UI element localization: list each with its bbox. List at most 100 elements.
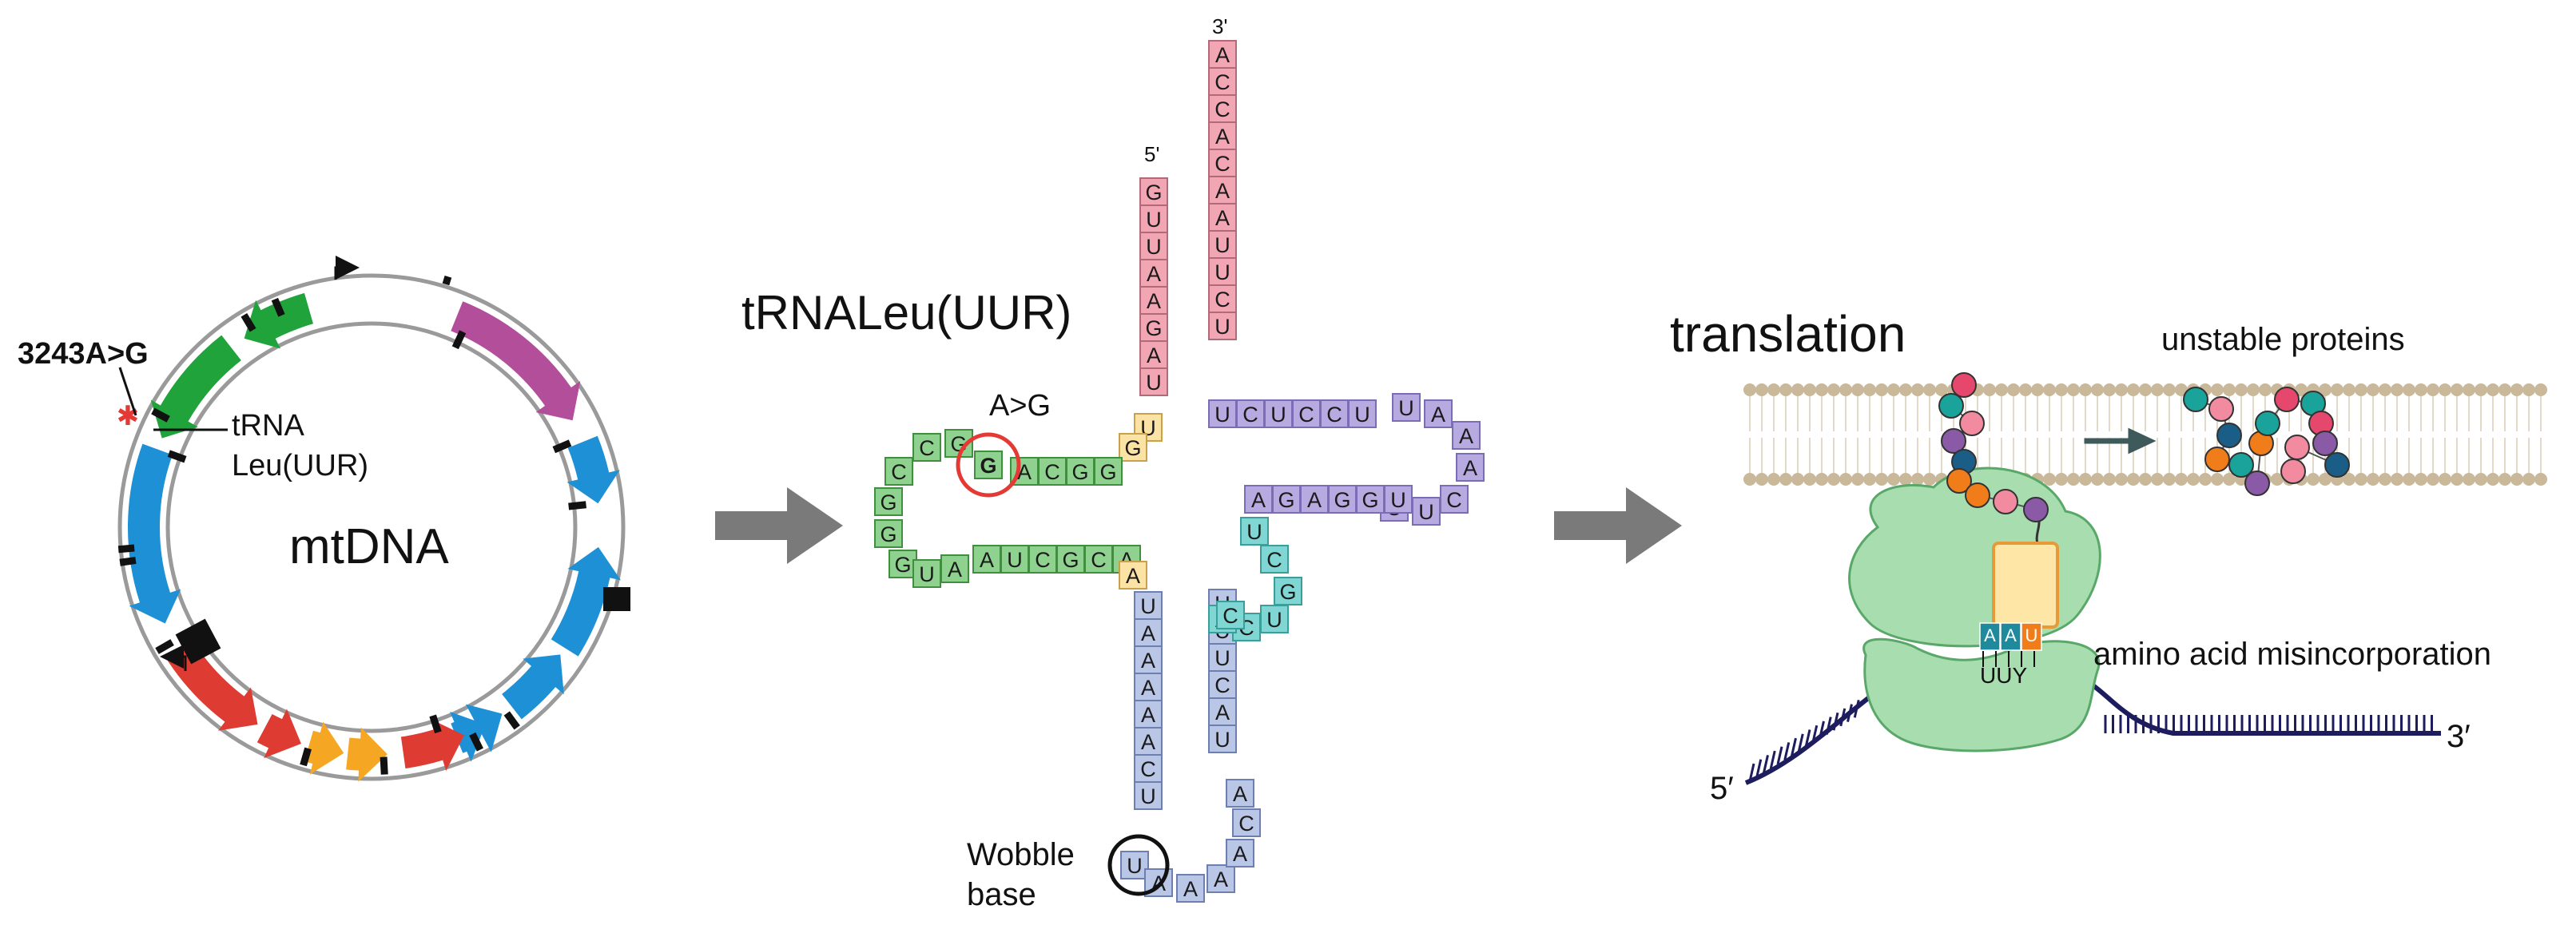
amino-acid-bead bbox=[1938, 393, 1964, 419]
nucleotide-letter: G bbox=[1145, 181, 1162, 204]
nucleotide-letter: A bbox=[1141, 676, 1155, 700]
gene-block-right bbox=[603, 587, 630, 611]
nucleotide-letter: C bbox=[1298, 403, 1314, 427]
nucleotide-letter: U bbox=[1214, 233, 1230, 257]
gene-tick-5 bbox=[469, 732, 483, 752]
nucleotide: C bbox=[1216, 601, 1245, 629]
flow-arrow-2 bbox=[1554, 487, 1682, 564]
nucleotide: A bbox=[1119, 561, 1147, 590]
nucleotide-letter: C bbox=[1214, 288, 1230, 312]
nucleotide-letter: U bbox=[919, 562, 935, 586]
nucleotide-letter: A bbox=[1459, 424, 1473, 448]
amino-acid-bead bbox=[2216, 423, 2242, 448]
nucleotide-letter: U bbox=[1418, 500, 1434, 524]
gene-tick-8 bbox=[300, 747, 312, 767]
gene-arrow-orange-2 bbox=[304, 721, 344, 775]
nucleotide-letter: A bbox=[1126, 564, 1140, 588]
nucleotide: G bbox=[1328, 485, 1357, 514]
nucleotide: C bbox=[1134, 754, 1163, 783]
nucleotide-letter: A bbox=[1017, 460, 1032, 484]
trna-title: tRNALeu(UUR) bbox=[741, 286, 1071, 339]
mtdna-outer-ring bbox=[117, 273, 626, 781]
nucleotide-letter: C bbox=[1214, 70, 1230, 94]
nucleotide: C bbox=[1208, 670, 1237, 699]
nucleotide: U bbox=[1208, 257, 1237, 286]
gene-tick-14 bbox=[241, 312, 256, 332]
mrna-three-prime: 3′ bbox=[2447, 719, 2471, 754]
amino-acid-bead bbox=[2228, 452, 2254, 478]
amino-acid-bead bbox=[2274, 387, 2300, 412]
gene-tick-3 bbox=[568, 501, 586, 510]
mutation-star-icon: ✱ bbox=[117, 401, 140, 431]
nucleotide-letter: U bbox=[1398, 396, 1414, 420]
nucleotide-letter: A bbox=[948, 558, 962, 582]
gene-tick-9 bbox=[155, 639, 174, 654]
nucleotide-letter: A bbox=[1307, 488, 1322, 512]
nucleotide: G bbox=[974, 451, 1003, 479]
gene-arrow-red-1 bbox=[400, 719, 464, 772]
nucleotide: A bbox=[1176, 874, 1205, 903]
amino-acid-bead bbox=[1941, 428, 1966, 454]
nucleotide: A bbox=[1226, 779, 1254, 808]
lipid-membrane bbox=[1743, 383, 2547, 486]
nucleotide: G bbox=[1272, 485, 1301, 514]
protein-chains bbox=[1938, 372, 2350, 522]
trna-label-line2: Leu(UUR) bbox=[232, 449, 368, 482]
nucleotide-letter: G bbox=[1334, 488, 1350, 512]
gene-arrow-green-2 bbox=[244, 292, 313, 349]
translation-title: translation bbox=[1670, 305, 1906, 363]
nucleotide: A bbox=[1208, 121, 1237, 150]
nucleotide: A bbox=[940, 554, 969, 583]
nucleotide: A bbox=[1208, 203, 1237, 232]
amino-acid-bead bbox=[2284, 435, 2310, 460]
gene-arrow-blue-6 bbox=[128, 443, 181, 624]
nucleotide-letter: A bbox=[1215, 701, 1230, 725]
nucleotide: A bbox=[1208, 40, 1237, 69]
unstable-proteins-label: unstable proteins bbox=[2161, 322, 2405, 357]
nucleotide-letter: G bbox=[1099, 460, 1116, 484]
mtdna-panel: ✱ 3243A>G tRNA Leu(UUR) mtDNA bbox=[18, 256, 630, 782]
wobble-label-line1: Wobble bbox=[967, 837, 1075, 872]
nucleotide-letter: G bbox=[1279, 580, 1296, 604]
nucleotide-letter: A bbox=[1233, 842, 1247, 866]
gene-tick-0 bbox=[442, 276, 452, 286]
nucleotide: A bbox=[1208, 176, 1237, 204]
gene-tick-12 bbox=[167, 450, 187, 463]
nucleotide: C bbox=[885, 457, 913, 486]
anticodon-box-1 bbox=[2000, 622, 2021, 651]
nucleotide: A bbox=[1207, 864, 1235, 893]
gene-tick-6 bbox=[429, 714, 442, 734]
nucleotide-letter: C bbox=[1140, 757, 1156, 781]
amino-acid-bead bbox=[2280, 459, 2306, 484]
nucleotide-letter: C bbox=[1214, 97, 1230, 121]
nucleotide-letter: C bbox=[1242, 403, 1258, 427]
nucleotide-letter: C bbox=[919, 436, 935, 460]
nucleotide: U bbox=[1348, 399, 1377, 428]
anticodon-box-0 bbox=[1979, 622, 2001, 651]
nucleotide: U bbox=[1260, 605, 1289, 633]
nucleotide-letter: A bbox=[1431, 403, 1445, 427]
nucleotide: A bbox=[1139, 259, 1168, 288]
nucleotide-letter: A bbox=[1463, 456, 1477, 480]
nucleotide: G bbox=[1139, 313, 1168, 342]
nucleotide-letter: A bbox=[1214, 867, 1228, 891]
nucleotide-letter: G bbox=[980, 454, 996, 478]
nucleotide-letter: G bbox=[1124, 436, 1141, 460]
nucleotide-letter: U bbox=[1214, 315, 1230, 339]
gene-arrow-blue-5 bbox=[450, 712, 486, 762]
nucleotide: A bbox=[1134, 700, 1163, 729]
nucleotide: U bbox=[1120, 851, 1149, 879]
nucleotide: U bbox=[1208, 230, 1237, 259]
amino-acid-bead bbox=[1965, 482, 1990, 508]
nucleotide: A bbox=[1134, 618, 1163, 647]
nucleotide-letter: G bbox=[1145, 316, 1162, 340]
nucleotide: G bbox=[1119, 433, 1147, 462]
amino-acid-bead bbox=[1993, 489, 2018, 514]
nucleotide-letter: A bbox=[1141, 703, 1155, 727]
nucleotide: U bbox=[1208, 399, 1237, 428]
nucleotide-letter: C bbox=[1044, 460, 1060, 484]
nucleotide-letter: A bbox=[1233, 782, 1247, 806]
nucleotide-letter: A bbox=[1215, 125, 1230, 149]
nucleotide: A bbox=[1424, 399, 1453, 428]
